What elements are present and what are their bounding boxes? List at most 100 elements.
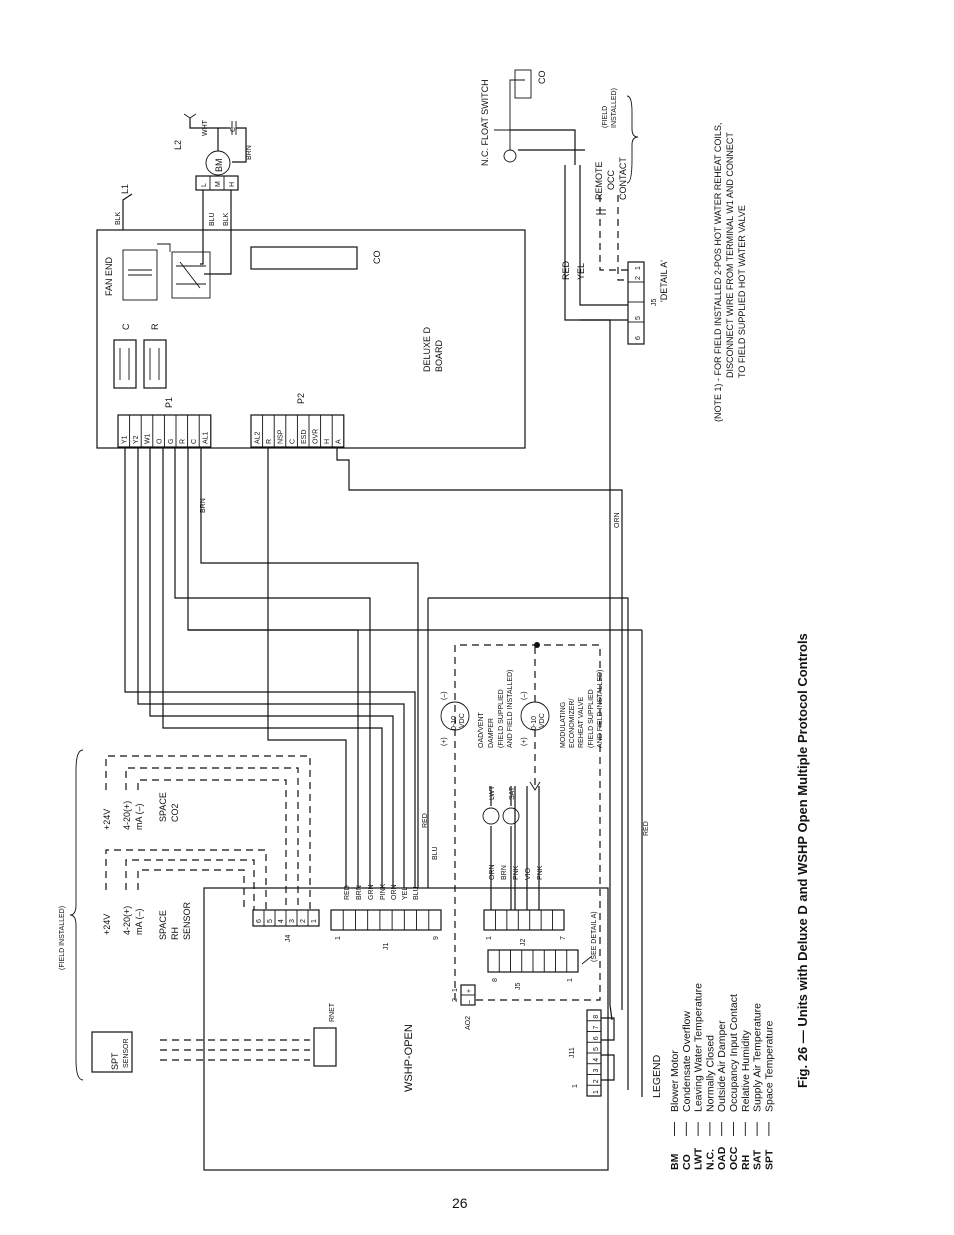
- mod-v1: 0-10: [531, 716, 538, 730]
- motor-wire-wht: WHT: [202, 119, 209, 136]
- rh-name1: SPACE: [158, 910, 168, 940]
- legend-text-2: Condensate Overflow: [681, 1011, 693, 1112]
- co-terminal: [250, 246, 358, 270]
- mod-plus: (+): [521, 737, 528, 746]
- float-switch-co: CO: [537, 71, 547, 85]
- field-installed-1: (FIELD: [602, 106, 609, 128]
- oad-v2: VDC: [459, 713, 466, 728]
- j2-last: 7: [560, 936, 567, 940]
- legend-abbr-3: LWT: [693, 1147, 705, 1170]
- oad-plus: (+): [441, 737, 448, 746]
- p2-label: P2: [296, 393, 306, 404]
- legend-text-5: Outside Air Damper: [716, 1020, 728, 1112]
- p2-pin-7: H: [324, 439, 331, 444]
- j2-wire-3: PNK: [513, 865, 520, 880]
- remote-line3: CONTACT: [618, 157, 628, 200]
- j1-wire-7: BLU: [413, 886, 420, 900]
- co2-name1: SPACE: [158, 792, 168, 822]
- co2-name2: CO2: [170, 803, 180, 822]
- detail-a-yel: YEL: [576, 263, 586, 280]
- legend-text-3: Leaving Water Temperature: [693, 983, 705, 1112]
- p1-pin-2: Y2: [133, 435, 140, 444]
- detail-a: RED YEL 6 5 2 1 J5 'DETAIL A' REMOTE OCC…: [561, 88, 669, 345]
- j4-pin-1: 1: [311, 919, 318, 923]
- motor-tap-l: L: [201, 183, 208, 187]
- j11-pin-6: 6: [593, 1036, 600, 1040]
- j1-wire-1: RED: [344, 885, 351, 900]
- j4-pin-4: 4: [278, 919, 285, 923]
- l2-label: L2: [173, 140, 183, 150]
- fan-end-label: FAN END: [104, 256, 114, 296]
- field-sensors: (FIELD INSTALLED) +24V 4-20(+) mA (–) SP…: [59, 642, 604, 1081]
- j1-wire-6: YEL: [402, 887, 409, 900]
- p1-pin-5: G: [168, 439, 175, 444]
- lwt-sensor: [482, 807, 500, 825]
- wire-brn-label: BRN: [200, 498, 207, 513]
- j11-pin-7: 7: [593, 1026, 600, 1030]
- page-number: 26: [452, 1195, 468, 1211]
- detail-a-pin-2: 2: [635, 276, 642, 280]
- legend-abbr-7: RH: [740, 1155, 752, 1170]
- co-terminal-label: CO: [372, 251, 382, 265]
- spt-line1: SPT: [110, 1052, 120, 1070]
- ao2-plus: +: [466, 989, 473, 993]
- j11-pin-1: 1: [593, 1090, 600, 1094]
- j4-pin-2: 2: [300, 919, 307, 923]
- j2-label: J2: [520, 939, 527, 947]
- p2-pin-8: A: [336, 439, 343, 444]
- j5-last: 1: [567, 978, 574, 982]
- oad-l2: DAMPER: [488, 718, 495, 748]
- detail-a-red: RED: [561, 260, 571, 280]
- float-switch-label: N.C. FLOAT SWITCH: [480, 79, 490, 166]
- motor-tap-h: H: [229, 182, 236, 187]
- p1-pin-7: C: [191, 439, 198, 444]
- p2-pin-3: NSP: [278, 429, 285, 444]
- j5-label: J5: [515, 983, 522, 991]
- note-line2: DISCONNECT WIRE FROM TERMINAL W1 AND CON…: [725, 132, 735, 378]
- wshp-open-label: WSHP-OPEN: [403, 1024, 415, 1092]
- relay-c: [113, 339, 137, 389]
- j1-wire-4: PINK: [380, 883, 387, 900]
- board-name-line2: BOARD: [434, 339, 444, 372]
- mod-l1: MODULATING: [560, 702, 567, 748]
- p1-pin-3: W1: [145, 433, 152, 444]
- interconnect-wiring: BRN ORN RED BLU RED: [124, 319, 650, 1097]
- legend-abbr-5: OAD: [716, 1146, 728, 1170]
- legend-abbr-4: N.C.: [704, 1149, 716, 1170]
- j4-label: J4: [285, 935, 292, 943]
- j1-wire-5: ORN: [391, 884, 398, 900]
- legend-text-8: Supply Air Temperature: [752, 1003, 764, 1112]
- lwt-label: LWT: [489, 785, 496, 800]
- detail-a-label: 'DETAIL A': [659, 260, 669, 302]
- relay-r: [143, 339, 167, 389]
- j5-first: 8: [492, 978, 499, 982]
- motor-tap-m: M: [215, 181, 222, 187]
- p2-pin-5: ESD: [301, 430, 308, 444]
- field-installed-label: (FIELD INSTALLED): [59, 906, 66, 970]
- j1-wire-2: BRN: [356, 885, 363, 900]
- l1-wire-blk: BLK: [115, 211, 122, 225]
- j2-wire-5: PNK: [537, 865, 544, 880]
- j11-pin-3: 3: [593, 1069, 600, 1073]
- legend-text-9: Space Temperature: [763, 1020, 775, 1112]
- rnet-label: RNET: [329, 1002, 336, 1022]
- legend-abbr-9: SPT: [763, 1149, 775, 1170]
- motor-wire-blk: BLK: [223, 212, 230, 226]
- p2-pin-2: R: [266, 439, 273, 444]
- blower-motor-label: BM: [214, 159, 224, 173]
- legend-text-7: Relative Humidity: [740, 1030, 752, 1112]
- mod-minus: (–): [521, 691, 528, 700]
- remote-line1: REMOTE: [594, 161, 604, 200]
- detail-a-pin-5: 5: [635, 316, 642, 320]
- legend-title: LEGEND: [651, 1054, 663, 1098]
- wire-blu-label: BLU: [432, 846, 439, 860]
- rh-24v: +24V: [102, 914, 112, 935]
- j11-pin-5: 5: [593, 1047, 600, 1051]
- j1-label: J1: [383, 943, 390, 951]
- mod-l4: (FIELD SUPPLIED: [588, 689, 595, 748]
